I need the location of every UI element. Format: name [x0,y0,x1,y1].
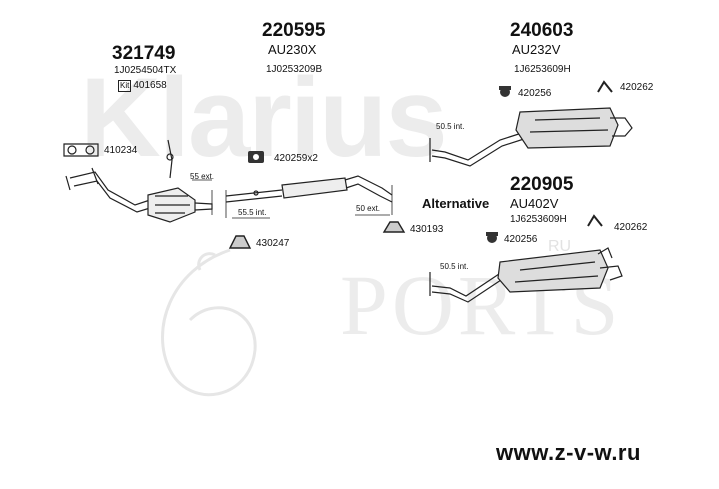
rear-silencer-top [429,107,633,167]
part-430247: 430247 [256,238,290,249]
hanger-icon-420262-top [597,80,613,93]
watermark-swirl-icon [161,248,257,397]
front-part-number: 321749 [112,43,176,64]
part-410234: 410234 [104,145,138,156]
dim-55-ext: 55 ext. [190,172,215,181]
kit-label: Kit [118,80,132,92]
part-430193: 430193 [410,224,444,235]
middle-part-number: 220595 [262,20,326,41]
rear-part-number: 240603 [510,20,574,41]
watermark-ru: RU [548,238,572,255]
kit-number: 401658 [133,80,167,91]
hanger-icon-420262-bottom [587,214,603,227]
dim-50-int-bottom: 50.5 int. [440,262,469,271]
rear-oe-number: 1J6253609H [514,64,571,75]
alternative-label: Alternative [422,196,490,211]
mount-icon-430247 [228,235,252,249]
dim-50-ext: 50 ext. [356,204,381,213]
rear-silencer-alt [429,247,623,303]
middle-code: AU230X [268,42,317,57]
alt-code: AU402V [510,196,559,211]
part-420256-top: 420256 [518,88,552,99]
part-420262-bottom: 420262 [614,222,648,233]
footer-url: www.z-v-w.ru [496,440,641,465]
dim-55-int: 55.5 int. [238,208,267,217]
dimension-markers [192,179,393,219]
dim-50-int-top: 50.5 int. [436,122,465,131]
alt-part-number: 220905 [510,174,574,195]
gasket-icon-410234 [63,143,99,157]
part-420259: 420259x2 [274,153,318,164]
middle-oe-number: 1J0253209B [266,64,323,75]
part-420256-bottom: 420256 [504,234,538,245]
alt-oe-number: 1J6253609H [510,214,567,225]
hanger-icon-420256-bottom [486,232,498,243]
front-oe-number: 1J0254504TX [114,65,177,76]
rear-code: AU232V [512,42,561,57]
mount-icon-430193 [382,221,406,233]
middle-pipe-silencer [225,175,393,203]
hanger-icon-420259 [248,151,264,163]
part-420262-top: 420262 [620,82,654,93]
front-pipe-catalyst [65,139,213,223]
hanger-icon-420256-top [499,86,511,97]
